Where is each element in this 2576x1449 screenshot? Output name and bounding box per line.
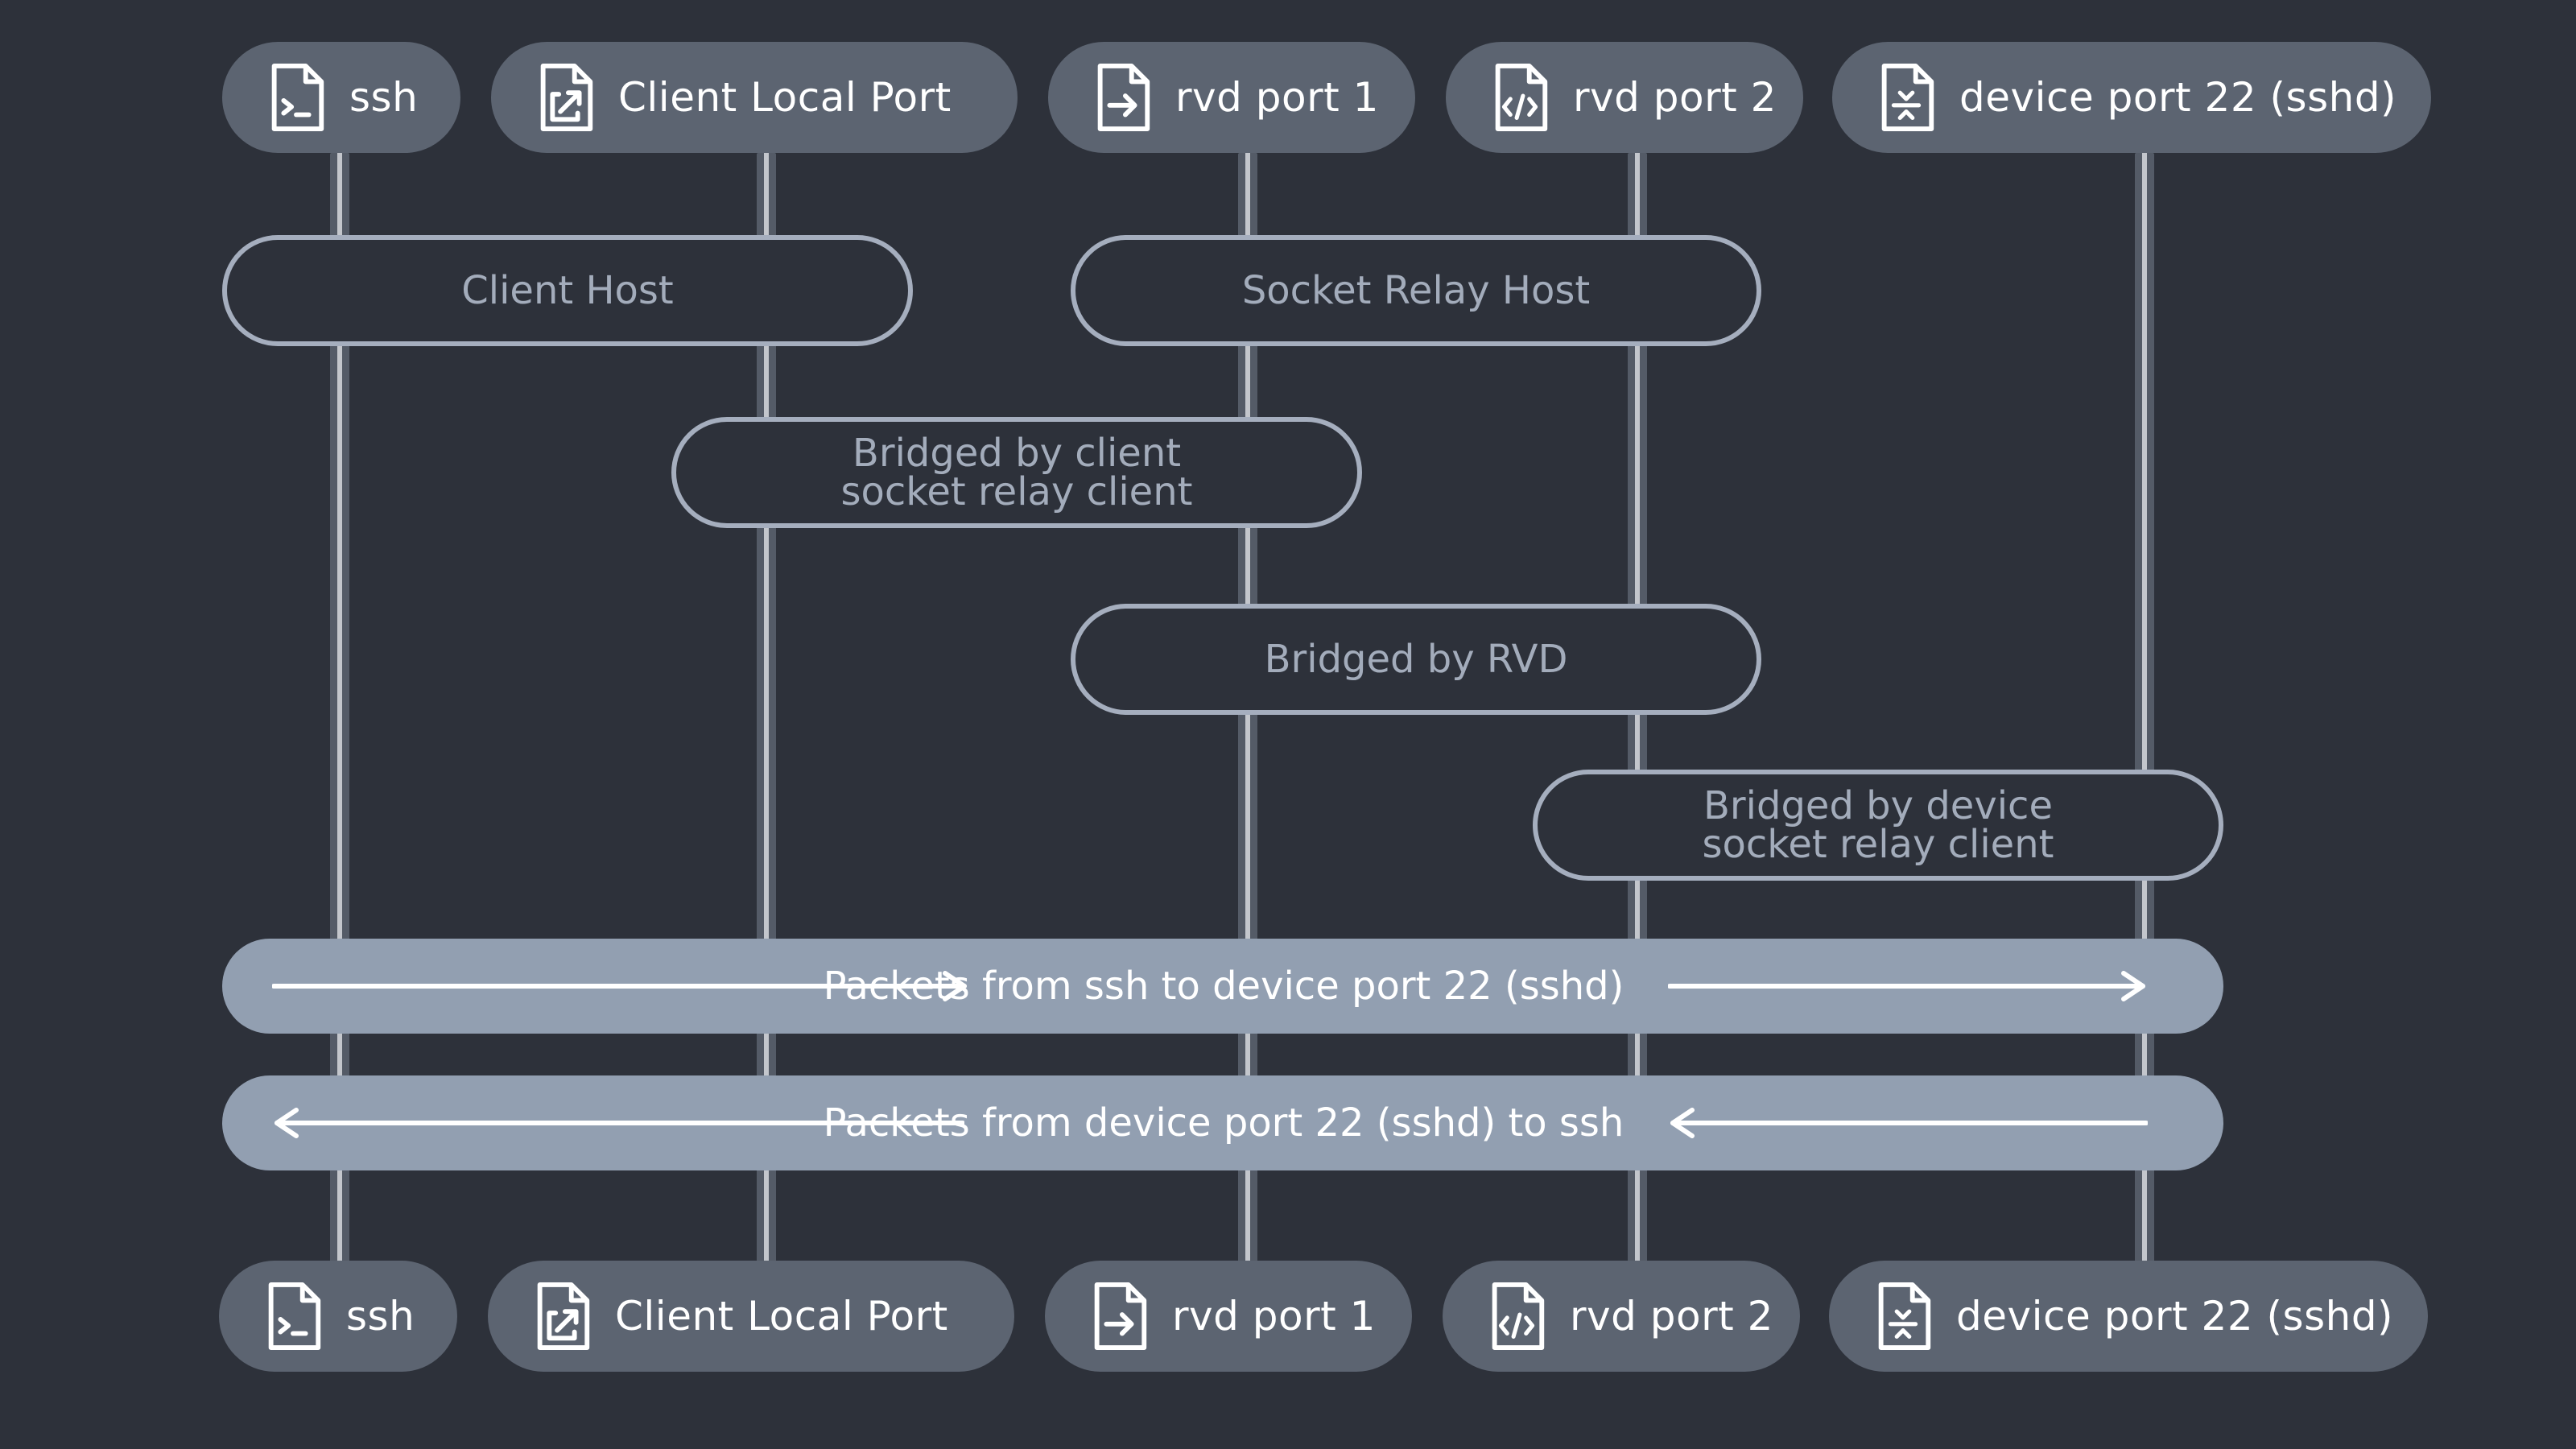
arrow-left-icon <box>1670 1108 2148 1138</box>
participant-rvd-port-1-bottom: rvd port 1 <box>1045 1261 1412 1372</box>
participant-label: Client Local Port <box>618 74 952 121</box>
arrow-left-icon <box>275 1108 964 1138</box>
participant-label: ssh <box>346 1293 415 1340</box>
external-link-file-icon <box>537 1282 590 1351</box>
flow-ssh-to-device: Packets from ssh to device port 22 (sshd… <box>222 939 2223 1034</box>
code-file-icon <box>1492 1282 1545 1351</box>
participant-label: rvd port 1 <box>1175 74 1379 121</box>
arrow-right-icon <box>1668 971 2145 1001</box>
participant-device-port-22-bottom: device port 22 (sshd) <box>1829 1261 2428 1372</box>
region-label: Bridged by device socket relay client <box>1702 783 2054 867</box>
participant-rvd-port-1-top: rvd port 1 <box>1048 42 1415 153</box>
flow-device-to-ssh: Packets from device port 22 (sshd) to ss… <box>222 1075 2223 1170</box>
region-bridged-by-client: Bridged by client socket relay client <box>671 417 1362 528</box>
compress-file-icon <box>1878 1282 1931 1351</box>
participant-label: rvd port 2 <box>1570 1293 1773 1340</box>
participant-ssh-top: ssh <box>222 42 460 153</box>
region-bridged-by-device: Bridged by device socket relay client <box>1533 770 2223 881</box>
participant-rvd-port-2-bottom: rvd port 2 <box>1443 1261 1800 1372</box>
arrow-right-file-icon <box>1097 63 1150 132</box>
flow-label: Packets from device port 22 (sshd) to ss… <box>823 1100 1624 1146</box>
region-bridged-by-rvd: Bridged by RVD <box>1071 604 1761 715</box>
terminal-file-icon <box>268 1282 321 1351</box>
participant-rvd-port-2-top: rvd port 2 <box>1446 42 1803 153</box>
participant-label: rvd port 1 <box>1172 1293 1376 1340</box>
code-file-icon <box>1495 63 1548 132</box>
region-label: Bridged by client socket relay client <box>840 431 1193 514</box>
arrow-right-icon <box>272 971 967 1001</box>
external-link-file-icon <box>540 63 593 132</box>
region-label: Client Host <box>461 268 674 313</box>
participant-client-local-port-top: Client Local Port <box>491 42 1018 153</box>
region-socket-relay-host: Socket Relay Host <box>1071 235 1761 346</box>
arrow-right-file-icon <box>1094 1282 1147 1351</box>
participant-label: device port 22 (sshd) <box>1959 74 2397 121</box>
terminal-file-icon <box>271 63 324 132</box>
region-client-host: Client Host <box>222 235 913 346</box>
participant-label: rvd port 2 <box>1573 74 1777 121</box>
participant-ssh-bottom: ssh <box>219 1261 457 1372</box>
flow-label: Packets from ssh to device port 22 (sshd… <box>823 964 1624 1009</box>
participant-label: ssh <box>349 74 419 121</box>
participant-client-local-port-bottom: Client Local Port <box>488 1261 1014 1372</box>
region-label: Bridged by RVD <box>1264 637 1568 682</box>
region-label: Socket Relay Host <box>1241 268 1591 313</box>
compress-file-icon <box>1881 63 1934 132</box>
participant-label: device port 22 (sshd) <box>1956 1293 2394 1340</box>
participant-device-port-22-top: device port 22 (sshd) <box>1832 42 2431 153</box>
participant-label: Client Local Port <box>615 1293 948 1340</box>
